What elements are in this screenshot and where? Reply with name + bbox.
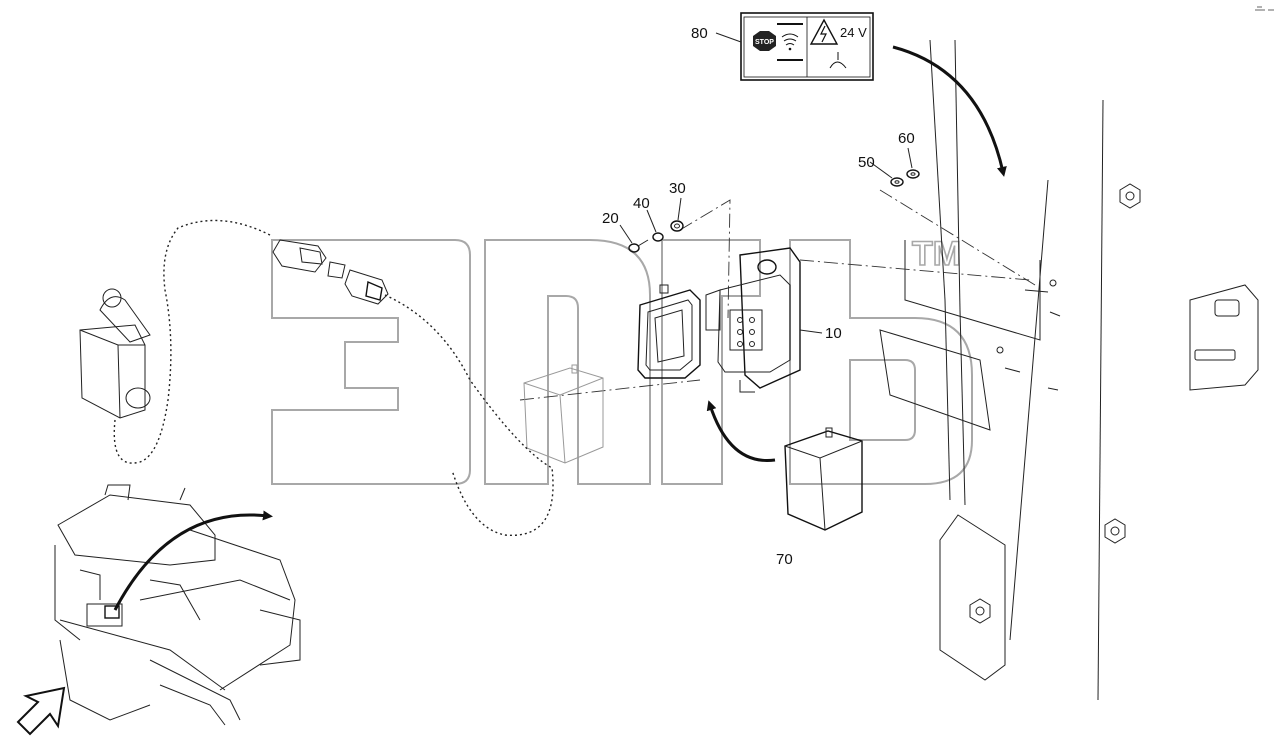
cable-connector [272, 239, 346, 279]
nut-60 [906, 169, 920, 179]
washer-30 [670, 220, 684, 232]
high-voltage-warning-icon [809, 18, 839, 45]
callout-10: 10 [825, 325, 842, 342]
trademark-symbol: TM [912, 235, 961, 273]
cable [384, 294, 554, 536]
view-direction-arrow [16, 686, 66, 736]
direction-arrow [706, 400, 776, 463]
svg-text:STOP: STOP [755, 39, 774, 46]
callout-50: 50 [858, 154, 875, 171]
audible-signal-icon [777, 23, 803, 61]
washer-40 [652, 232, 664, 242]
washer-50 [890, 177, 904, 187]
cable [113, 219, 271, 464]
bolt-head [1119, 183, 1141, 209]
corner-mark [1255, 6, 1274, 11]
warning-label-80: STOP 24 V [740, 12, 874, 81]
bolt-head [1104, 518, 1126, 544]
socket-housing-10 [705, 247, 801, 393]
screw-20 [628, 239, 649, 253]
stop-sign-icon: STOP [753, 31, 776, 51]
callout-70: 70 [776, 551, 793, 568]
panel-latch [1189, 284, 1259, 391]
callout-40: 40 [633, 195, 650, 212]
machine-overview [54, 484, 301, 726]
callout-30: 30 [669, 180, 686, 197]
machine-side-panel [879, 39, 1259, 701]
limit-switch [79, 288, 151, 419]
box-70 [784, 427, 863, 531]
watermark-logo: TM [271, 234, 973, 485]
socket-cover [637, 284, 701, 379]
callout-20: 20 [602, 210, 619, 227]
voltage-rating: 24 V [840, 25, 867, 40]
callout-80: 80 [691, 25, 708, 42]
direction-arrow [892, 45, 1007, 177]
callout-60: 60 [898, 130, 915, 147]
direction-arrow [113, 510, 273, 611]
cable-connector [344, 269, 389, 305]
bolt-head [969, 598, 991, 624]
